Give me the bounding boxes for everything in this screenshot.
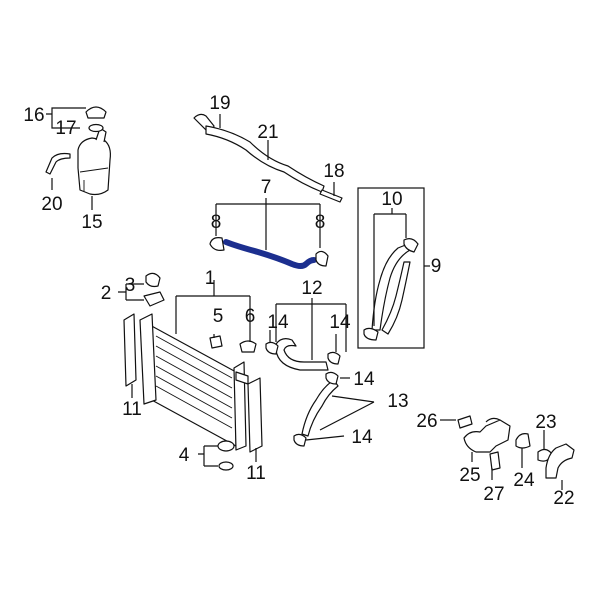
overflow-clamp-bottom (363, 327, 379, 341)
hose-clamp-b (327, 351, 341, 365)
lower-insulator (217, 440, 235, 471)
callout-21: 21 (257, 122, 278, 143)
callout-8b: 8 (315, 212, 326, 233)
radiator-seal-right (247, 377, 263, 453)
hose-clamp-left (209, 237, 225, 251)
callout-11a: 11 (122, 399, 142, 420)
thermostat-housing (463, 417, 511, 453)
lower-radiator-hose (301, 379, 339, 437)
radiator-drain-plug (209, 335, 223, 349)
callout-18: 18 (323, 161, 344, 182)
callout-3: 3 (125, 275, 136, 296)
reservoir-seal (88, 123, 104, 133)
callout-23: 23 (535, 412, 556, 433)
callout-22: 22 (553, 488, 574, 509)
radiator-seal-left (123, 313, 137, 387)
callout-13: 13 (387, 391, 408, 412)
thermostat (515, 433, 531, 449)
reservoir-cap (85, 106, 107, 119)
deflector (319, 189, 343, 203)
upper-radiator-hose (223, 239, 317, 269)
callout-2: 2 (101, 283, 112, 304)
radiator-cap (239, 340, 257, 353)
callout-7: 7 (261, 177, 272, 198)
hose-clamp-right (315, 250, 329, 267)
hose-clamp-d (293, 433, 307, 447)
callout-16: 16 (23, 105, 44, 126)
overflow-clamp-top (403, 238, 419, 253)
callout-8a: 8 (211, 212, 222, 233)
callout-24: 24 (513, 470, 535, 491)
callout-19: 19 (209, 93, 230, 114)
hose-clamp-a (265, 341, 279, 355)
callout-9: 9 (431, 256, 442, 277)
callout-14a: 14 (267, 312, 289, 333)
housing-gasket (457, 415, 473, 429)
callout-11b: 11 (246, 463, 266, 484)
temperature-sensor (489, 451, 501, 471)
callout-26: 26 (416, 411, 437, 432)
overflow-hose (371, 243, 411, 335)
radiator (139, 313, 249, 451)
callout-14b: 14 (329, 312, 351, 333)
callout-17: 17 (55, 118, 76, 139)
callout-12: 12 (301, 278, 322, 299)
callout-14c: 14 (353, 369, 375, 390)
thermostat-cover (545, 443, 575, 479)
hose-clamp-c (325, 371, 339, 385)
callout-15: 15 (81, 212, 102, 233)
overflow-hose-box (357, 187, 425, 349)
callout-10: 10 (381, 189, 402, 210)
callout-20: 20 (41, 194, 62, 215)
reservoir-tank (77, 127, 111, 196)
callout-5: 5 (213, 306, 224, 327)
bypass-hose (275, 338, 329, 371)
callout-4: 4 (179, 445, 190, 466)
callout-25: 25 (459, 465, 480, 486)
callout-6: 6 (245, 306, 256, 327)
upper-bracket (143, 272, 165, 307)
callout-14d: 14 (351, 427, 373, 448)
callout-27: 27 (483, 484, 504, 505)
callout-1: 1 (205, 268, 216, 289)
reservoir-hose (45, 152, 71, 175)
